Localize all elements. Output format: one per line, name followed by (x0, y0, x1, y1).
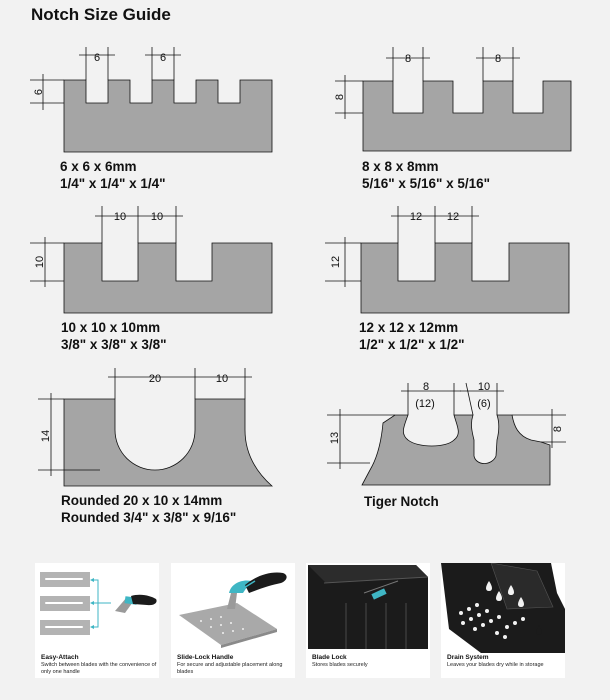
dim-10mm-width-2: 10 (151, 211, 163, 223)
easy-attach-illustration (40, 572, 157, 635)
dim-rounded-width: 20 (149, 373, 161, 385)
feature-title: Drain System (447, 654, 489, 661)
dim-10mm-width-1: 10 (114, 211, 126, 223)
caption-tiger: Tiger Notch (364, 494, 439, 509)
feature-panel-blade-lock: Blade Lock Stores blades securely (306, 563, 430, 678)
dim-8mm-width-2: 8 (495, 53, 501, 65)
caption-6mm-imperial: 1/4" x 1/4" x 1/4" (60, 176, 166, 191)
feature-title: Easy-Attach (41, 654, 79, 661)
blade-lock-illustration (308, 565, 429, 649)
feature-title: Blade Lock (312, 654, 347, 661)
dim-rounded-depth: 14 (40, 430, 52, 442)
caption-12mm-imperial: 1/2" x 1/2" x 1/2" (359, 337, 465, 352)
water-drop-icon (486, 581, 524, 607)
dim-rounded-spacing: 10 (216, 373, 228, 385)
notch-12mm-diagram (325, 206, 570, 314)
arrow-icon (92, 579, 111, 628)
caption-10mm-metric: 10 x 10 x 10mm (61, 320, 160, 335)
caption-rounded-imperial: Rounded 3/4" x 3/8" x 9/16" (61, 510, 236, 525)
handle-icon (229, 572, 287, 593)
caption-10mm-imperial: 3/8" x 3/8" x 3/8" (61, 337, 167, 352)
water-drop-falling-icon (536, 625, 542, 635)
caption-6mm-metric: 6 x 6 x 6mm (60, 159, 137, 174)
dim-tiger-width-1-alt: (12) (415, 398, 435, 410)
page-title: Notch Size Guide (31, 5, 171, 24)
trowel-icon (179, 593, 277, 648)
dim-8mm-width-1: 8 (405, 53, 411, 65)
blade-icon (40, 572, 90, 635)
dim-tiger-width-1: 8 (423, 381, 429, 393)
slide-lock-illustration (179, 572, 287, 648)
dim-8mm-depth: 8 (334, 94, 346, 100)
notch-diagrams: 6 6 6 8 8 8 10 10 10 12 12 12 20 10 14 8… (30, 47, 572, 525)
dim-tiger-depth-left: 13 (329, 432, 341, 444)
feature-panel-easy-attach: Easy-Attach Switch between blades with t… (35, 563, 159, 678)
notch-8mm-diagram (335, 47, 572, 152)
feature-panel-drain-system: Drain System Leaves your blades dry whil… (441, 563, 565, 678)
feature-description: For secure and adjustable placement alon… (177, 662, 283, 675)
dim-6mm-depth: 6 (33, 89, 45, 95)
arrowhead-icon (90, 578, 94, 629)
caption-8mm-metric: 8 x 8 x 8mm (362, 159, 439, 174)
feature-description: Stores blades securely (312, 662, 368, 668)
notch-tiger-diagram (327, 382, 566, 486)
drain-tray-icon (441, 563, 565, 653)
caption-rounded-metric: Rounded 20 x 10 x 14mm (61, 493, 222, 508)
dim-6mm-width-1: 6 (94, 52, 100, 64)
dim-tiger-width-2-alt: (6) (477, 398, 490, 410)
drain-system-illustration (441, 563, 565, 653)
feature-panel-slide-lock: Slide-Lock Handle For secure and adjusta… (171, 563, 295, 678)
dim-6mm-width-2: 6 (160, 52, 166, 64)
storage-case-icon (308, 565, 429, 649)
notch-rounded-diagram (38, 368, 274, 487)
caption-12mm-metric: 12 x 12 x 12mm (359, 320, 458, 335)
dim-12mm-width-1: 12 (410, 211, 422, 223)
feature-title: Slide-Lock Handle (177, 654, 234, 661)
feature-description: Leaves your blades dry while in storage (447, 662, 544, 668)
dim-tiger-width-2: 10 (478, 381, 490, 393)
feature-description: Switch between blades with the convenien… (41, 662, 157, 675)
dim-tiger-depth-right: 8 (552, 426, 564, 432)
notch-6mm-diagram (30, 47, 273, 153)
dim-12mm-width-2: 12 (447, 211, 459, 223)
caption-8mm-imperial: 5/16" x 5/16" x 5/16" (362, 176, 490, 191)
notch-10mm-diagram (30, 206, 273, 314)
dim-10mm-depth: 10 (34, 256, 46, 268)
handle-icon (115, 594, 157, 613)
dim-12mm-depth: 12 (330, 256, 342, 268)
